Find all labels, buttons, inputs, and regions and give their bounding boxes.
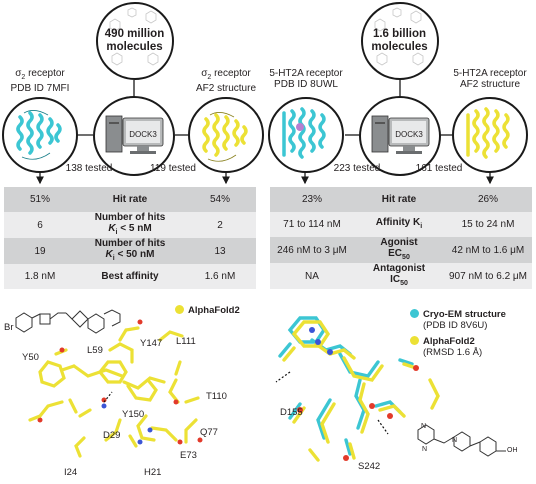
receptor-label-left-exp: σ2 receptor PDB ID 7MFI	[10, 68, 70, 94]
tested-count-left-exp: 138 tested	[65, 163, 113, 174]
library-circle-right: 1.6 billion molecules	[361, 2, 439, 80]
oxygen-atoms-right	[297, 365, 419, 461]
residue-label: T110	[206, 391, 227, 402]
yellow-protein-ribbon-icon	[466, 107, 510, 159]
table-row: 51% Hit rate 54%	[4, 187, 256, 212]
residue-label: Y147	[140, 338, 163, 349]
library-unit-left: molecules	[106, 40, 163, 53]
residue-label: E73	[180, 450, 197, 461]
residue-label: Q77	[200, 427, 218, 438]
residue-label: S242	[358, 461, 381, 472]
tested-count-left-af2: 119 tested	[150, 163, 196, 174]
legend-af2-right: AlphaFold2 (RMSD 1.6 Å)	[410, 336, 482, 358]
hbonds-right	[275, 371, 389, 435]
library-unit-right: molecules	[371, 40, 428, 53]
table-row: 1.8 nM Best affinity 1.6 nM	[4, 264, 256, 289]
tested-count-right-af2: 161 tested	[415, 163, 463, 174]
table-row: 71 to 114 nM Affinity Ki 15 to 24 nM	[270, 212, 532, 237]
library-size-right: 1.6 billion	[372, 27, 427, 40]
dock-computer-circle-left: DOCK3	[93, 96, 175, 176]
yellow-dot-icon	[175, 305, 184, 314]
ligand-structure-right	[417, 424, 506, 457]
cyan-protein-ribbon-icon	[16, 110, 62, 160]
legend-cryoem-right: Cryo-EM structure (PDB ID 8V6U)	[410, 309, 506, 331]
protein-circle-sigma2-af2	[188, 97, 264, 173]
residue-label: L59	[87, 345, 103, 356]
nitrogen-atoms-left	[101, 403, 153, 445]
protein-circle-5ht2a-exp	[268, 97, 344, 173]
tested-count-right-exp: 223 tested	[333, 163, 381, 174]
results-table-right: 23% Hit rate 26% 71 to 114 nM Affinity K…	[270, 187, 532, 289]
dock-computer-circle-right: DOCK3	[359, 96, 441, 176]
computer-icon	[105, 115, 164, 154]
dock-label-right: DOCK3	[395, 130, 423, 139]
yellow-dot-icon	[410, 336, 419, 345]
residue-sticks-left	[38, 326, 200, 458]
oxygen-atoms-left	[37, 319, 203, 445]
ligand-structure-left	[15, 309, 121, 334]
residue-label: H21	[144, 467, 162, 478]
ligand-atom-label: N	[421, 423, 427, 430]
ligand-atom-label: N	[452, 437, 458, 444]
residue-label: Y50	[22, 352, 39, 363]
legend-af2-left: AlphaFold2	[175, 305, 240, 316]
yellow-protein-ribbon-icon	[202, 112, 248, 162]
right-connectors	[301, 80, 494, 185]
library-size-left: 490 million	[104, 27, 165, 40]
cyan-dot-icon	[410, 309, 419, 318]
nitrogen-atoms-right	[309, 327, 333, 355]
cyan-protein-ribbon-icon	[282, 107, 326, 159]
residue-label: D29	[103, 430, 121, 441]
library-circle-left: 490 million molecules	[96, 2, 174, 80]
receptor-label-left-af2: σ2 receptor AF2 structure	[195, 68, 257, 94]
molecule-cloud-icon	[374, 7, 424, 66]
table-row: 23% Hit rate 26%	[270, 187, 532, 212]
residue-label: I24	[64, 467, 78, 478]
protein-circle-5ht2a-af2	[452, 97, 528, 173]
ligand-atom-label: OH	[507, 447, 518, 454]
ligand-atom-label: Br	[4, 322, 14, 333]
residue-label: Y150	[122, 409, 145, 420]
computer-icon	[371, 115, 430, 154]
residue-label: L111	[176, 336, 196, 347]
residue-label: D155	[280, 407, 303, 418]
ligand-atom-label: N	[422, 446, 428, 453]
left-connectors	[36, 80, 230, 185]
dock-label-left: DOCK3	[129, 130, 157, 139]
protein-circle-sigma2-exp	[2, 97, 78, 173]
molecule-cloud-icon	[109, 7, 159, 66]
